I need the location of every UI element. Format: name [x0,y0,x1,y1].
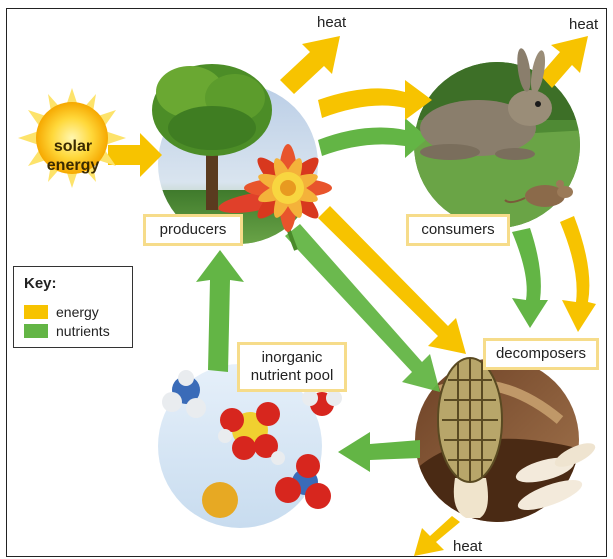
solar-label-line1: solar [38,137,108,156]
legend-swatch-nutrients [24,324,48,338]
heat-label-producers: heat [317,14,346,31]
heat-label-consumers: heat [569,16,598,33]
solar-label-line2: energy [38,156,108,175]
legend-title: Key: [24,275,57,292]
nutrient-pool-label-line1: inorganic [240,349,344,367]
heat-label-decomposers: heat [453,538,482,555]
legend-swatch-energy [24,305,48,319]
nutrient-pool-label-line2: nutrient pool [240,367,344,385]
producers-label: producers [143,214,243,246]
legend-label-nutrients: nutrients [56,323,110,339]
solar-energy-label: solar energy [38,137,108,175]
legend: Key: energy nutrients [13,266,133,348]
legend-label-energy: energy [56,304,99,320]
legend-item-energy: energy [24,305,99,319]
decomposers-label: decomposers [483,338,599,370]
nutrient-pool-label: inorganic nutrient pool [237,342,347,392]
consumers-label: consumers [406,214,510,246]
legend-item-nutrients: nutrients [24,324,110,338]
